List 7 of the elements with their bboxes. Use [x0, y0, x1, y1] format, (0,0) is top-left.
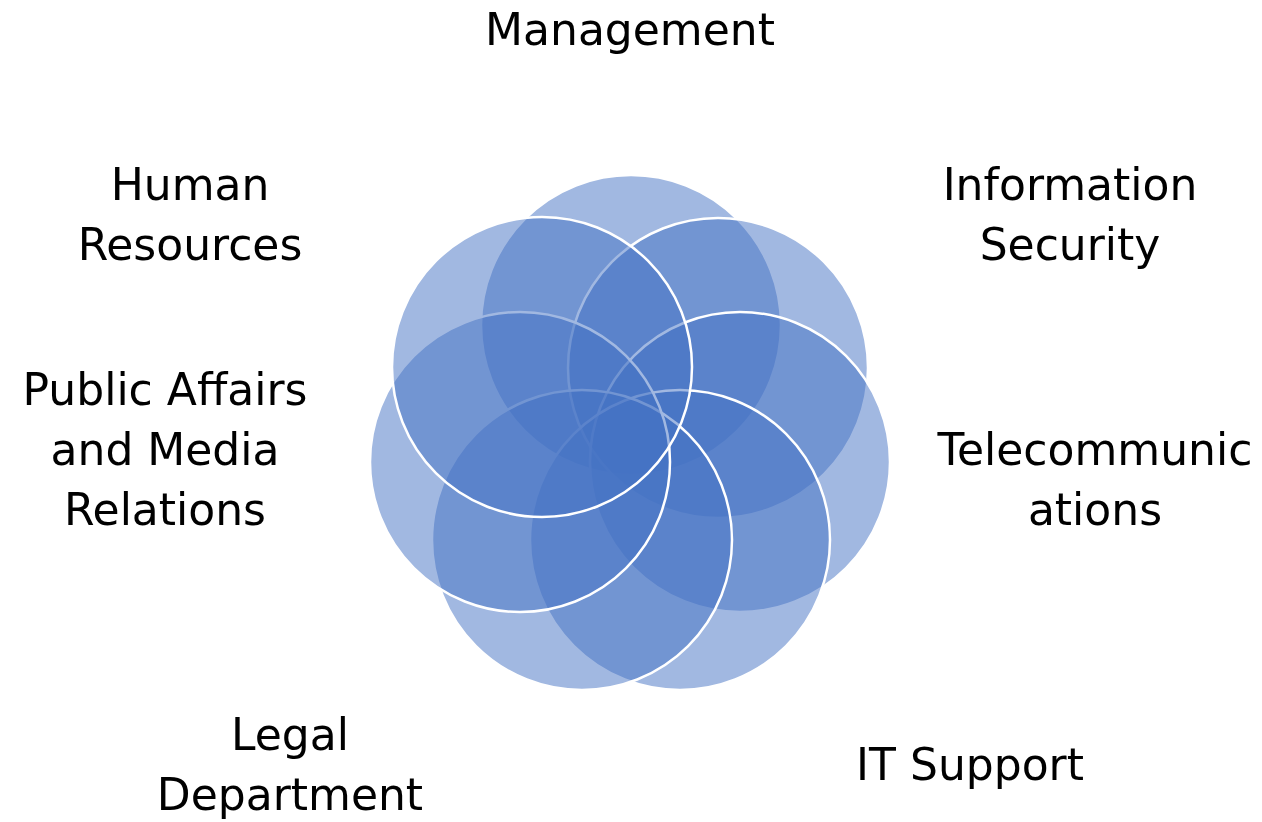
department-label: Management: [484, 3, 776, 57]
department-label: Telecommunications: [936, 423, 1254, 537]
department-label: Information Security: [941, 158, 1199, 272]
department-label: Human Resources: [76, 158, 304, 272]
department-label: Public Affairs and Media Relations: [21, 363, 309, 537]
department-label: IT Support: [855, 738, 1085, 792]
department-label: Legal Department: [155, 708, 425, 822]
